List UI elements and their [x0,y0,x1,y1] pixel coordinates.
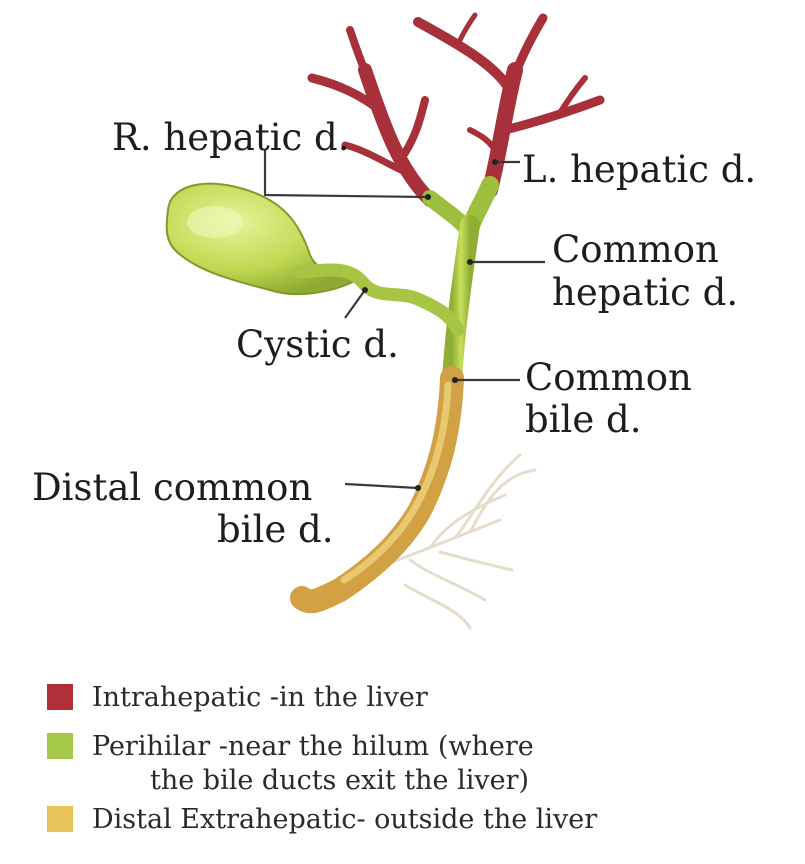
label-distal-2: bile d. [217,508,333,551]
legend-label-extrahepatic: Distal Extrahepatic- outside the liver [92,804,597,835]
legend-label-intrahepatic: Intrahepatic -in the liver [92,682,428,713]
legend: Intrahepatic -in the liver Perihilar -ne… [47,682,597,835]
label-l-hepatic: L. hepatic d. [522,148,756,191]
label-distal-1: Distal common [32,466,312,509]
label-common-bile-2: bile d. [525,398,641,441]
label-cystic: Cystic d. [236,323,399,366]
label-common-bile-1: Common [525,356,692,399]
pancreatic-duct-branches [366,453,537,630]
gallbladder [165,182,363,296]
label-common-hepatic-2: hepatic d. [552,271,738,314]
common-bile-duct [290,366,464,614]
legend-swatch-intrahepatic [47,684,73,710]
legend-swatch-perihilar [47,733,73,759]
label-r-hepatic: R. hepatic d. [112,116,349,159]
legend-label-perihilar-1: Perihilar -near the hilum (where [92,731,534,762]
perihilar-ducts [422,176,499,390]
leader-lines [263,150,545,491]
cystic-duct [293,263,465,337]
label-common-hepatic-1: Common [552,228,719,271]
legend-swatch-extrahepatic [47,806,73,832]
legend-label-perihilar-2: the bile ducts exit the liver) [150,765,529,796]
common-bile-duct-highlight [340,381,452,584]
